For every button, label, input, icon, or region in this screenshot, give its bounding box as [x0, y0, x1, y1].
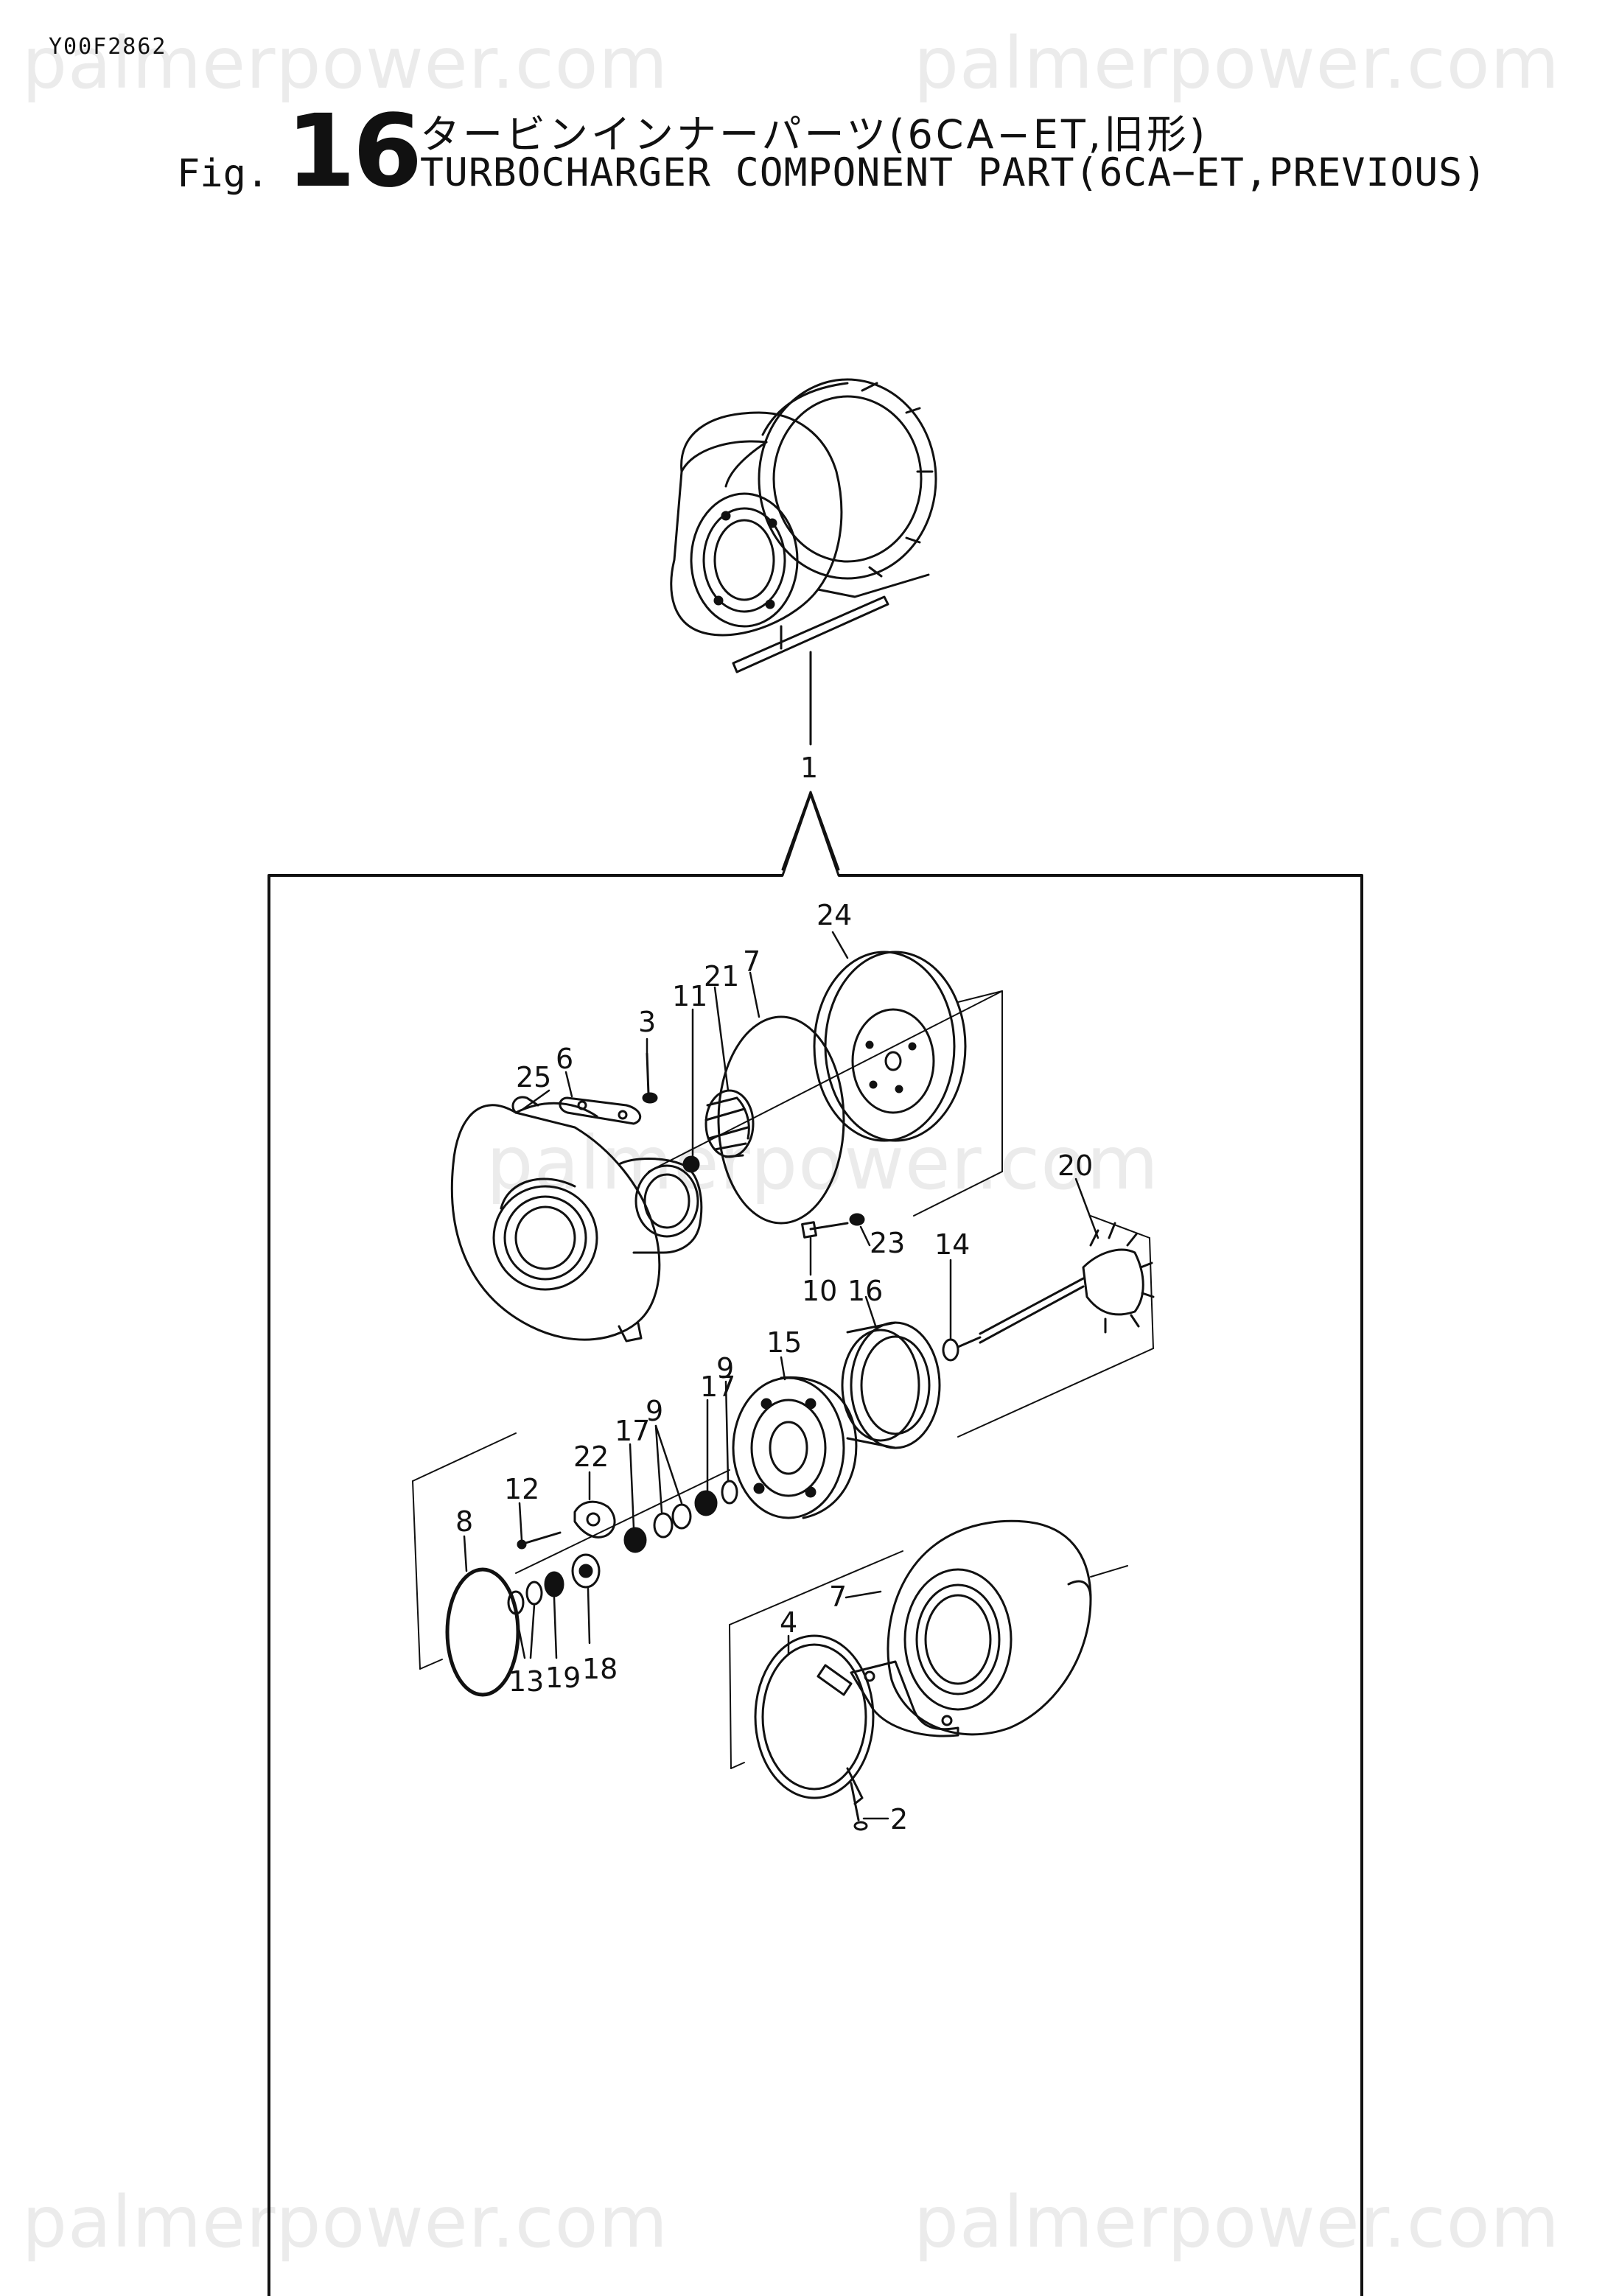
bolt-washer-drawing — [801, 1213, 865, 1239]
nut-drawing — [682, 1155, 700, 1173]
callout-labels: 1 24 21 7 11 3 6 25 20 23 14 10 16 15 17… — [455, 752, 1093, 1835]
compressor-wheel-drawing — [704, 1089, 755, 1158]
callout-11: 11 — [672, 980, 707, 1012]
callout-19: 19 — [545, 1662, 581, 1694]
watermark-bottom-right: palmerpower.com — [914, 2181, 1560, 2264]
callout-17-lower: 17 — [615, 1415, 650, 1447]
v-band-clamp-drawing — [754, 1634, 875, 1831]
callout-18: 18 — [582, 1653, 618, 1685]
callout-23: 23 — [870, 1227, 905, 1259]
callout-12: 12 — [504, 1473, 539, 1505]
rotor-shaft-drawing — [957, 1222, 1155, 1348]
figure-prefix: Fig. — [177, 152, 270, 196]
bracket-drawing — [559, 1096, 642, 1125]
callout-24: 22 — [573, 1441, 609, 1473]
thrust-parts-drawing — [507, 1480, 738, 1615]
callout-5: 7 — [743, 945, 760, 978]
assembly-leader — [781, 651, 840, 871]
figure-title-japanese: タービンインナーパーツ(6CA−ET,旧形) — [420, 111, 1209, 158]
callout-4: 4 — [780, 1606, 797, 1639]
figure-title-english: TURBOCHARGER COMPONENT PART(6CA−ET,PREVI… — [420, 150, 1487, 195]
parts-frame-border — [267, 874, 1363, 2296]
lower-right-axis-lines — [729, 1550, 1128, 1769]
callout-9-lower: 9 — [646, 1395, 663, 1427]
watermark-bottom-left: palmerpower.com — [22, 2181, 668, 2264]
turbine-housing-drawing — [850, 1519, 1092, 1737]
callout-9-upper: 9 — [716, 1352, 734, 1385]
callout-20: 20 — [1057, 1149, 1093, 1182]
callout-8: 8 — [455, 1505, 473, 1538]
callout-3: 3 — [638, 1006, 656, 1038]
callout-7-item: 7 — [829, 1581, 847, 1613]
callout-17-upper: 17 — [700, 1371, 735, 1403]
watermark-top-right: palmerpower.com — [914, 22, 1560, 105]
callout-21: 21 — [704, 960, 739, 993]
watermark-top-left: palmerpower.com — [22, 22, 668, 105]
callout-15: 15 — [766, 1326, 802, 1359]
large-o-ring-drawing — [445, 1567, 520, 1697]
callout-10: 10 — [802, 1275, 837, 1307]
callout-25: 25 — [516, 1061, 551, 1093]
callout-leaders — [463, 931, 1099, 1820]
bearing-housing-drawing — [732, 1376, 858, 1519]
callout-16: 16 — [847, 1275, 883, 1307]
callout-1: 1 — [800, 752, 818, 784]
heat-shield-drawing — [841, 1321, 941, 1449]
compressor-housing-drawing — [450, 1096, 703, 1343]
document-code: Y00F2862 — [49, 34, 167, 60]
callout-14: 14 — [934, 1228, 970, 1261]
callout-13: 13 — [508, 1665, 544, 1698]
callout-6: 6 — [556, 1043, 573, 1075]
o-ring-drawing — [717, 1015, 845, 1225]
callout-22: 24 — [817, 899, 852, 931]
seal-ring-drawing — [942, 1338, 959, 1362]
callout-2: 2 — [890, 1803, 908, 1835]
bolt-drawing — [642, 1052, 658, 1104]
upper-axis-lines — [648, 990, 1003, 1217]
lower-axis-lines — [412, 1215, 1154, 1670]
turbocharger-assembly-drawing — [670, 378, 937, 673]
thrust-bearing-drawing — [517, 1500, 616, 1550]
figure-number: 16 — [286, 94, 422, 210]
back-plate-drawing — [813, 951, 967, 1142]
watermark-center: palmerpower.com — [486, 1120, 1159, 1206]
